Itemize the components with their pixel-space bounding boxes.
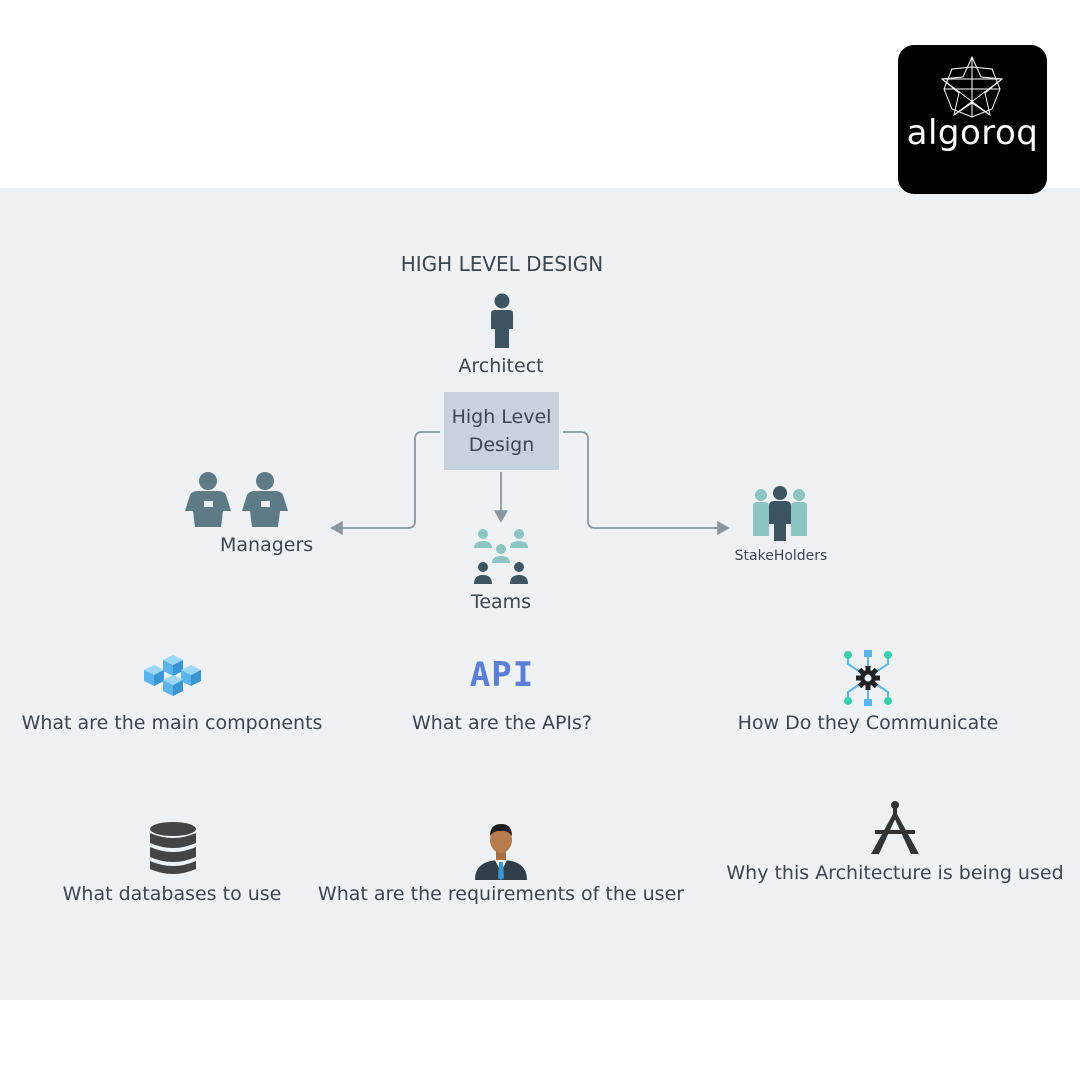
connector-to-managers xyxy=(330,431,440,536)
topic-label: What databases to use xyxy=(62,883,282,905)
algoroq-logo: algoroq xyxy=(898,45,1047,194)
stakeholders-icon xyxy=(753,486,807,541)
compass-drafting-icon xyxy=(871,801,919,854)
high-level-design-box: High Level Design xyxy=(444,392,559,470)
topic-label: Why this Architecture is being used xyxy=(726,862,1064,884)
topic-label: What are the main components xyxy=(21,712,323,734)
network-gear-icon xyxy=(844,650,892,706)
managers-label: Managers xyxy=(220,534,314,556)
topic-label: What are the requirements of the user xyxy=(317,883,685,905)
architect-person-icon xyxy=(491,293,513,348)
components-cubes-icon xyxy=(144,655,201,696)
managers-icon xyxy=(185,472,288,527)
teams-icon xyxy=(474,529,528,584)
api-icon: API xyxy=(469,655,535,695)
star-emblem-icon xyxy=(940,55,1004,118)
topic-label: How Do they Communicate xyxy=(737,712,999,734)
teams-label: Teams xyxy=(470,591,532,613)
box-line-1: High Level xyxy=(451,406,552,428)
logo-text: algoroq xyxy=(906,113,1039,153)
stakeholders-label: StakeHolders xyxy=(734,548,828,564)
connector-to-stakeholders xyxy=(563,431,730,536)
diagram-title: HIGH LEVEL DESIGN xyxy=(400,252,604,276)
database-icon xyxy=(150,822,196,874)
box-line-2: Design xyxy=(468,434,535,456)
architect-label: Architect xyxy=(458,355,544,377)
topic-label: What are the APIs? xyxy=(412,712,592,734)
diagram-panel xyxy=(0,188,1080,1000)
user-businessman-icon xyxy=(475,824,527,880)
